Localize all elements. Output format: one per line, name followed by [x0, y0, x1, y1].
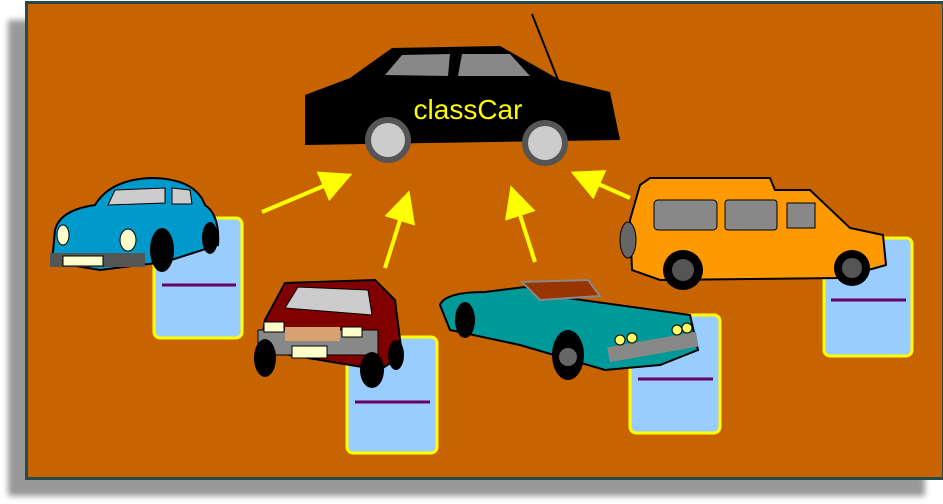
car-convertible — [438, 278, 700, 380]
car-beetle — [50, 176, 220, 272]
arrow-convertible — [505, 185, 537, 263]
car-van — [619, 177, 888, 290]
base-class-car: classCar — [305, 13, 620, 166]
base-class-label: classCar — [414, 94, 523, 125]
car-hatchback — [254, 278, 404, 388]
inheritance-arrows — [261, 170, 631, 269]
arrow-van — [570, 170, 631, 200]
arrow-hatchback — [383, 190, 416, 269]
antenna — [531, 13, 561, 86]
arrow-beetle — [261, 171, 353, 214]
